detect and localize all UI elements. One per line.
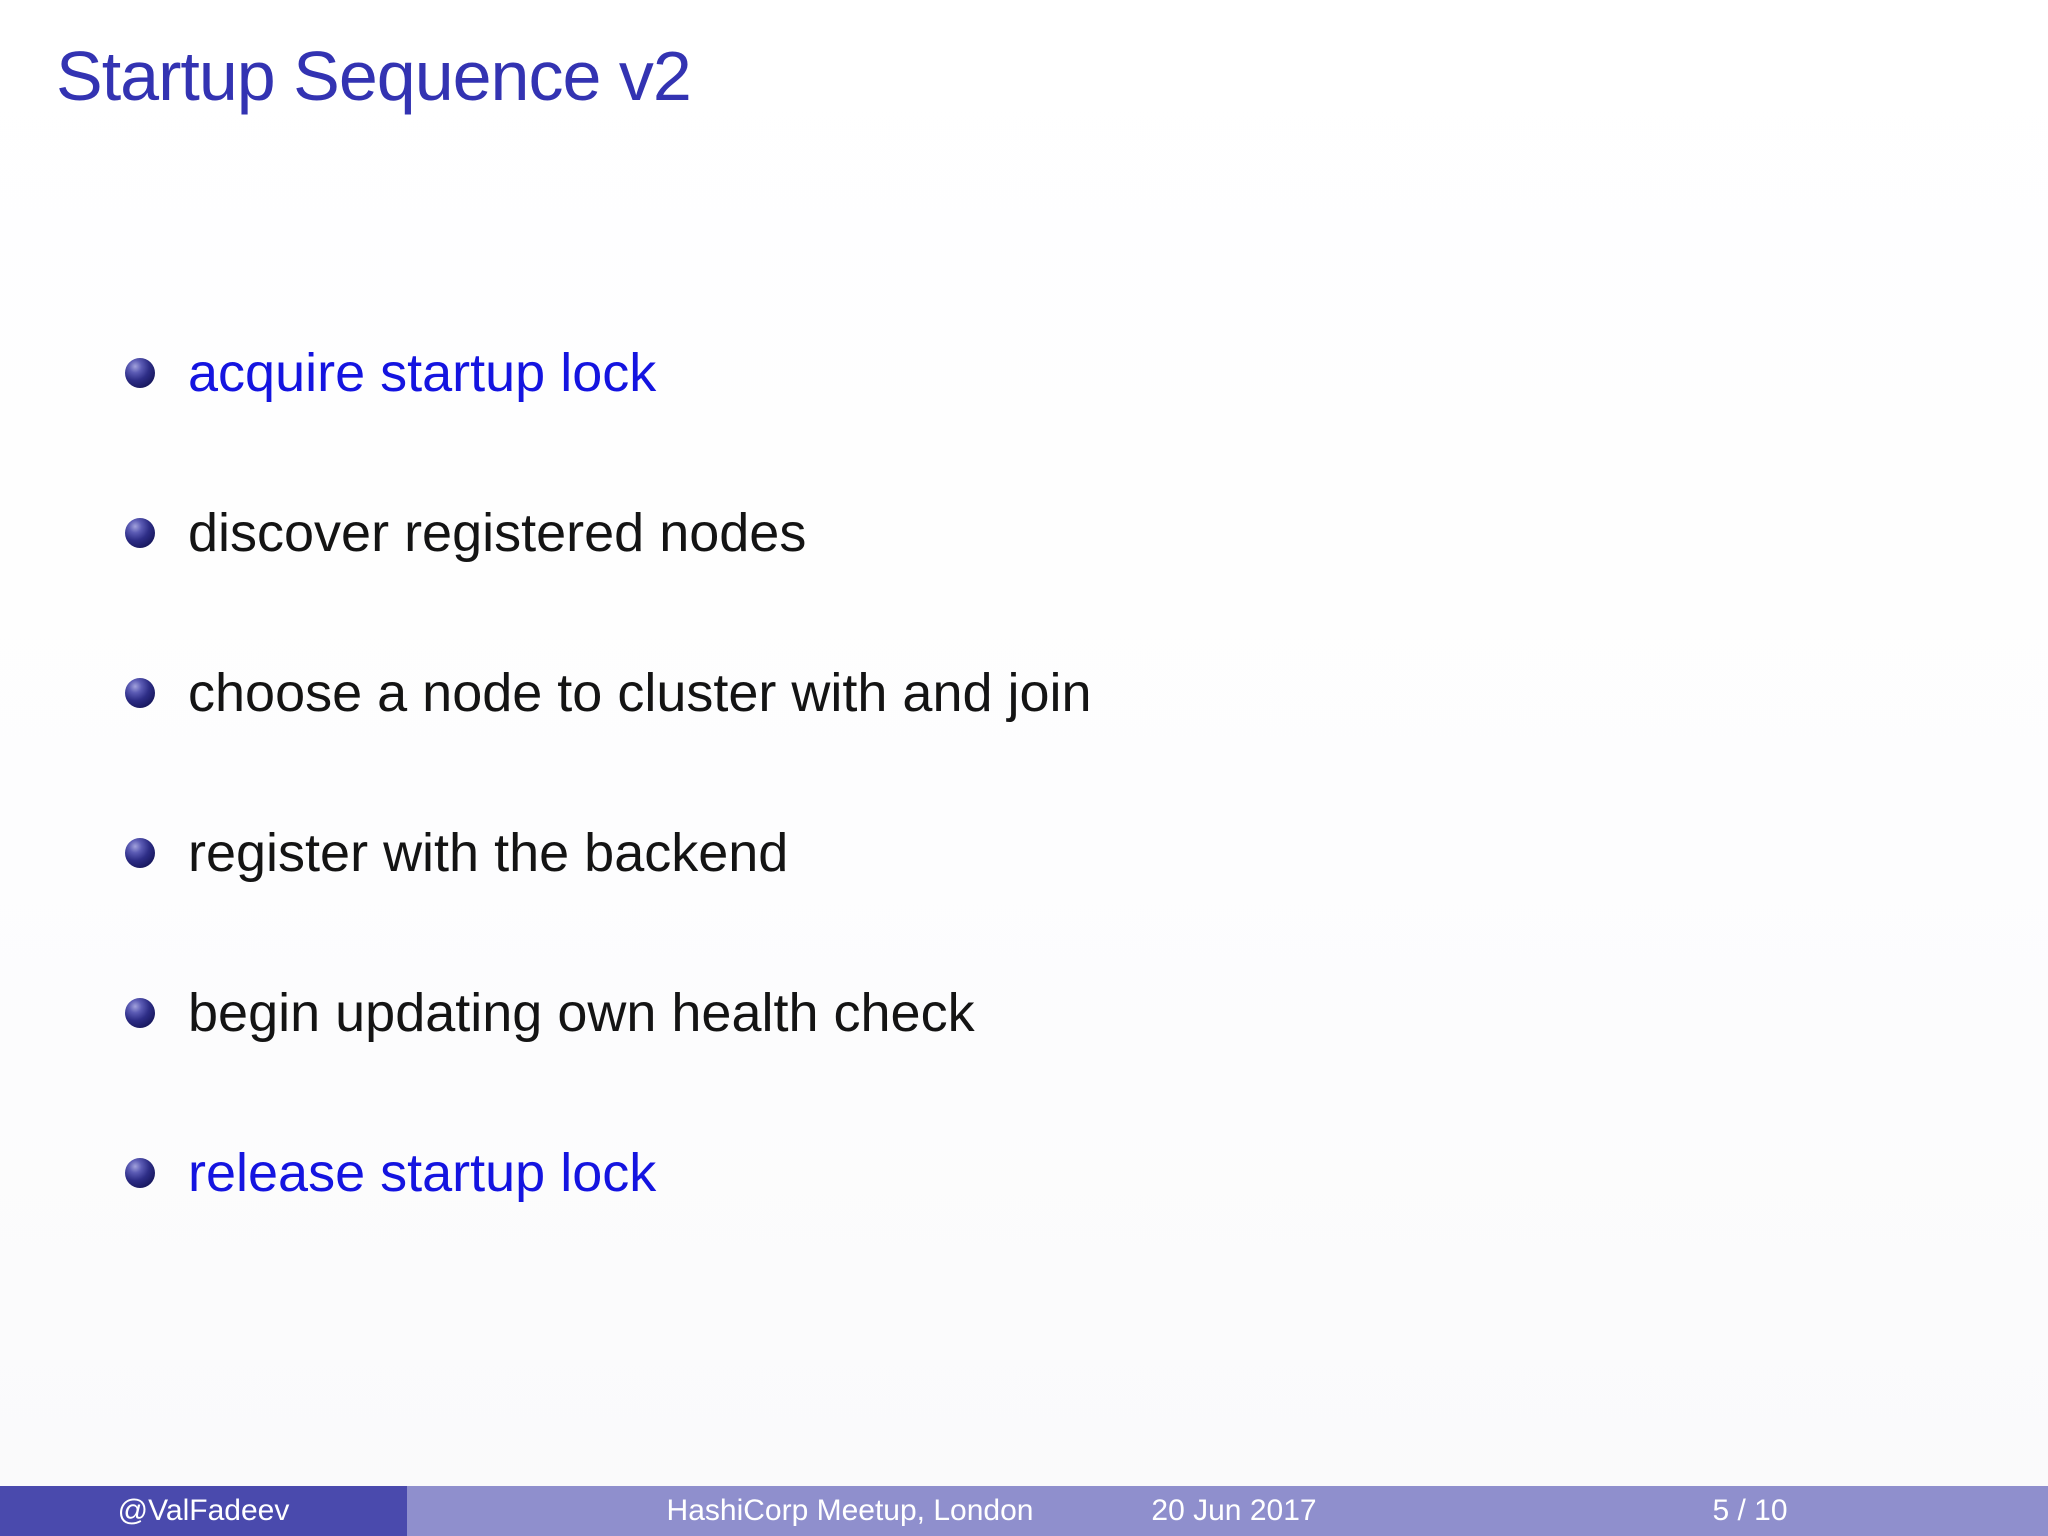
footer-event-title: HashiCorp Meetup, London	[666, 1494, 1034, 1527]
list-item: choose a node to cluster with and join	[125, 661, 1092, 725]
list-item: begin updating own health check	[125, 981, 1092, 1045]
list-item: release startup lock	[125, 1141, 1092, 1205]
bullet-icon	[125, 518, 155, 548]
bullet-list: acquire startup lock discover registered…	[125, 341, 1092, 1301]
list-item-label: release startup lock	[188, 1143, 657, 1203]
footer-author: @ValFadeev	[117, 1494, 290, 1527]
list-item-label: discover registered nodes	[188, 503, 807, 563]
bullet-icon	[125, 358, 155, 388]
list-item: acquire startup lock	[125, 341, 1092, 405]
bullet-icon	[125, 1158, 155, 1188]
list-item: discover registered nodes	[125, 501, 1092, 565]
footer-page-number: 5 / 10	[1712, 1494, 1788, 1527]
footer-bar: @ValFadeev HashiCorp Meetup, London 20 J…	[0, 1486, 2048, 1536]
list-item-label: acquire startup lock	[188, 343, 657, 403]
footer-date: 20 Jun 2017	[1151, 1494, 1317, 1527]
bullet-icon	[125, 678, 155, 708]
list-item-label: begin updating own health check	[188, 983, 975, 1043]
list-item-label: register with the backend	[188, 823, 789, 883]
list-item-label: choose a node to cluster with and join	[188, 663, 1092, 723]
bullet-icon	[125, 838, 155, 868]
list-item: register with the backend	[125, 821, 1092, 885]
footer-author-box: @ValFadeev	[0, 1486, 407, 1536]
slide-title: Startup Sequence v2	[56, 37, 692, 115]
bullet-icon	[125, 998, 155, 1028]
